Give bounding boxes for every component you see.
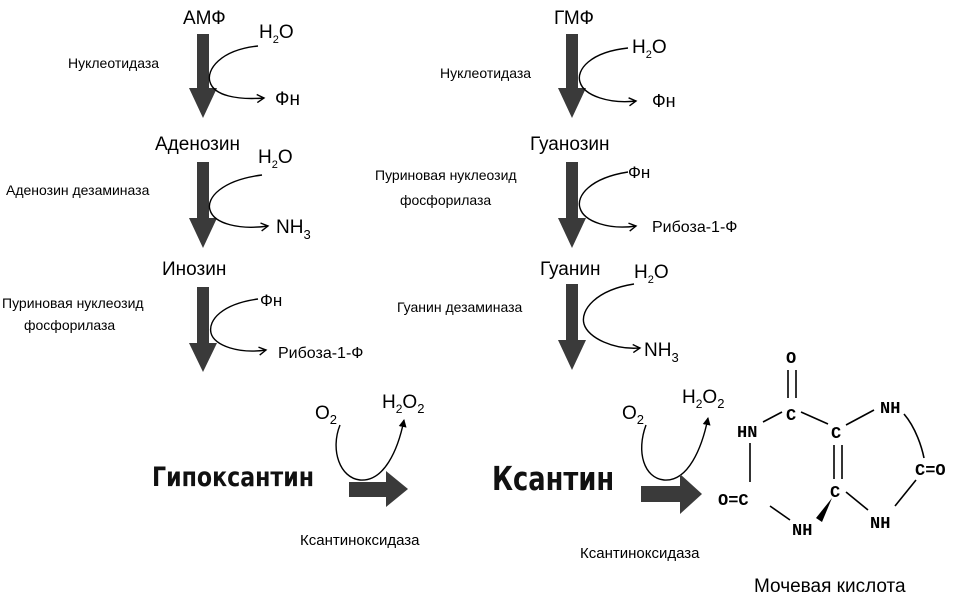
peroxide-left: H2O2	[382, 392, 424, 416]
ribose-left: Рибоза-1-Ф	[278, 345, 363, 362]
oxidation-curve-left	[335, 419, 407, 481]
right-arrow-3	[558, 284, 586, 370]
atom-c2: C	[830, 484, 840, 503]
bonds	[749, 370, 925, 521]
oxidation-arrow-left	[349, 471, 408, 507]
enzyme-xanthine-oxidase-left: Ксантиноксидаза	[300, 532, 420, 549]
side-curve-left-3	[209, 298, 268, 356]
right-arrow-1	[558, 34, 586, 118]
compound-hypoxanthine: Гипоксантин	[152, 461, 314, 493]
side-curve-right-3	[582, 283, 642, 354]
atom-o-top: O	[786, 350, 796, 369]
left-arrow-2	[189, 162, 217, 248]
water-right-2: H2O	[634, 262, 669, 286]
enzyme-guanine-deaminase: Гуанин дезаминаза	[397, 299, 523, 315]
enzyme-nucleotidase-left: Нуклеотидаза	[68, 55, 159, 71]
right-arrow-2	[558, 162, 586, 248]
oxidation-curve-right	[641, 417, 711, 481]
atom-nh-bottom-right: NH	[870, 515, 890, 534]
water-left-2: H2O	[258, 147, 293, 171]
compound-xanthine: Ксантин	[492, 460, 614, 498]
enzyme-pnp-right-line2: фосфорилаза	[400, 192, 491, 208]
side-curve-left-2	[208, 174, 270, 232]
atom-nh-right: NH	[880, 400, 900, 419]
compound-uric-acid: Мочевая кислота	[754, 576, 906, 597]
wedge-bond	[816, 498, 832, 522]
compound-inosine: Инозин	[162, 259, 226, 280]
left-arrow-3	[189, 287, 217, 372]
enzyme-pnp-left-line2: фосфорилаза	[24, 317, 115, 333]
atom-c1: C	[831, 425, 841, 444]
atom-o-eq-c: O=C	[718, 492, 749, 511]
water-right-1: H2O	[632, 37, 667, 61]
atom-c-eq-o: C=O	[915, 462, 946, 481]
water-left-1: H2O	[259, 22, 294, 46]
peroxide-right: H2O2	[682, 387, 724, 411]
side-curve-left-1	[208, 45, 266, 104]
compound-amp: АМФ	[183, 8, 226, 29]
ammonia-left: NH3	[276, 217, 311, 242]
enzyme-pnp-left-line1: Пуриновая нуклеозид	[2, 295, 144, 311]
compound-guanine: Гуанин	[540, 259, 600, 280]
ammonia-right: NH3	[644, 340, 679, 365]
compound-adenosine: Аденозин	[155, 134, 240, 155]
atom-nh-bottom: NH	[792, 522, 812, 541]
enzyme-xanthine-oxidase-right: Ксантиноксидаза	[580, 545, 700, 562]
ribose-right: Рибоза-1-Ф	[652, 219, 737, 236]
atom-hn: HN	[737, 424, 757, 443]
enzyme-adenosine-deaminase: Аденозин дезаминаза	[6, 182, 150, 198]
phosphate-left-1: Фн	[275, 89, 300, 110]
phosphate-left-2: Фн	[260, 291, 282, 310]
enzyme-pnp-right-line1: Пуриновая нуклеозид	[375, 167, 517, 183]
phosphate-right-1: Фн	[652, 91, 676, 111]
atom-c-top: C	[786, 407, 796, 426]
compound-guanosine: Гуанозин	[530, 134, 610, 155]
enzyme-nucleotidase-right: Нуклеотидаза	[440, 65, 531, 81]
phosphate-right-2: Фн	[628, 163, 650, 182]
oxygen-right: O2	[622, 403, 644, 427]
side-curve-right-2	[578, 171, 638, 232]
compound-gmp: ГМФ	[554, 8, 594, 29]
side-curve-right-1	[578, 47, 638, 107]
uric-acid-structure: O C HN C NH C=O C O=C NH NH	[718, 350, 946, 541]
oxygen-left: O2	[315, 403, 337, 427]
oxidation-arrow-right	[641, 474, 702, 514]
left-arrow-1	[189, 34, 217, 118]
